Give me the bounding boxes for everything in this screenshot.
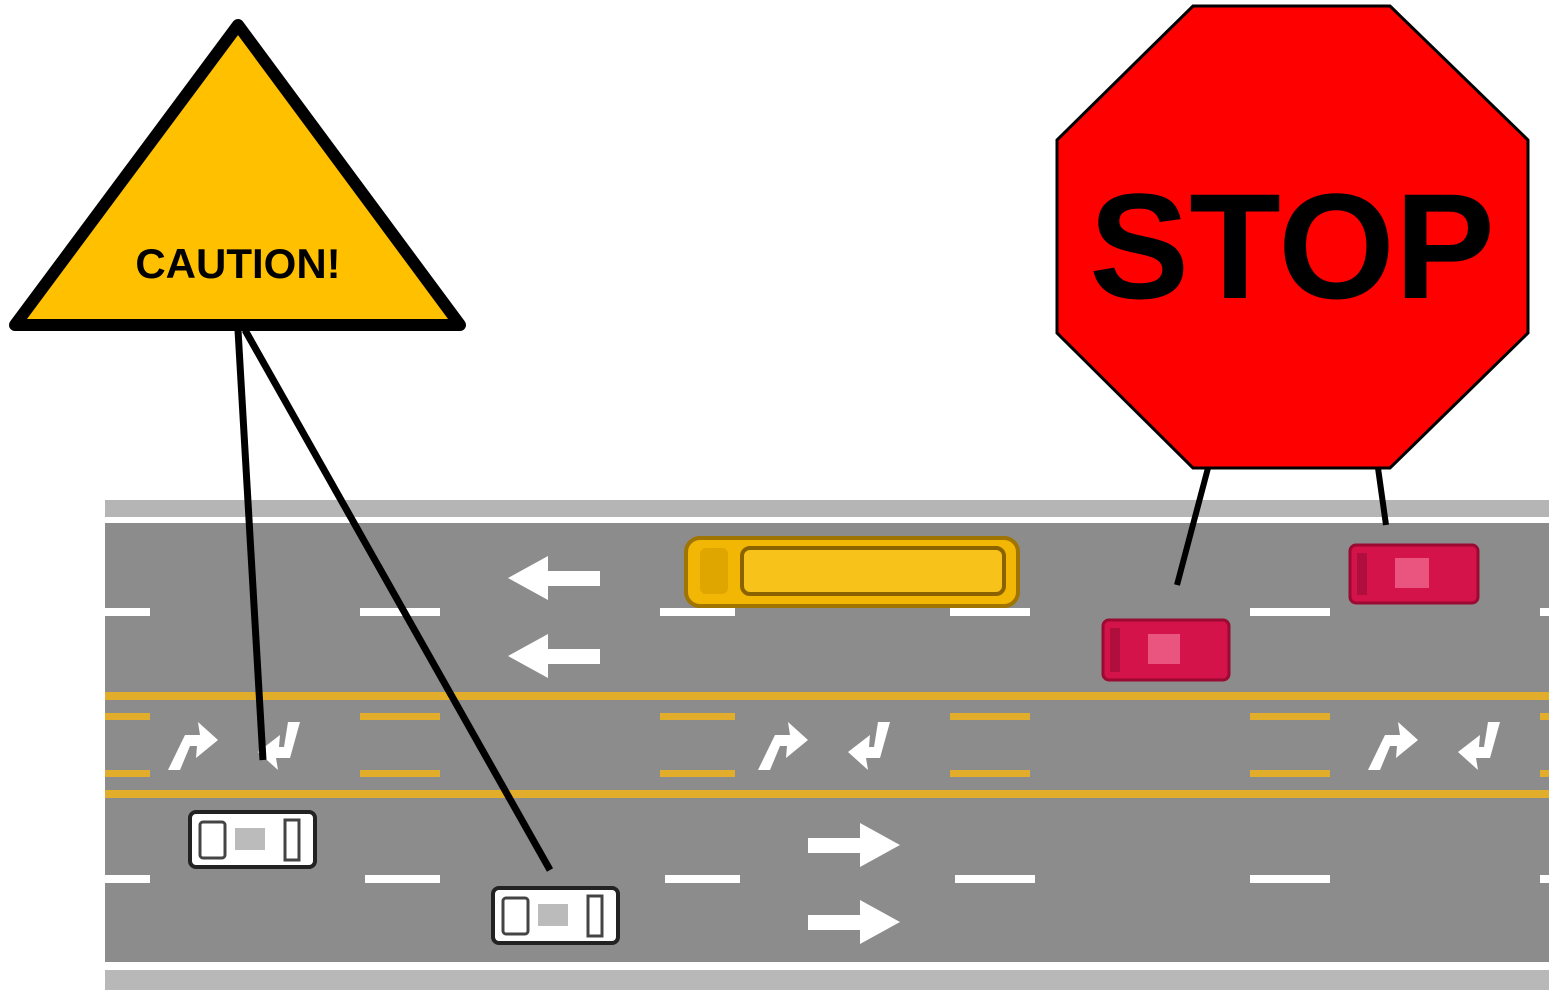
road: [105, 500, 1549, 990]
lane-dashes-upper: [105, 608, 1549, 616]
red-car: [1101, 618, 1231, 682]
arrow-right-icon: [808, 900, 900, 944]
caution-pointer-line: [234, 329, 267, 761]
turn-arrow-icon: [1458, 722, 1500, 770]
road-top-edge-line: [105, 517, 1549, 523]
caution-callout: CAUTION!: [9, 19, 554, 872]
turn-lane-arrows-1: [168, 722, 300, 770]
turn-arrow-icon: [258, 722, 300, 770]
arrow-left-icon: [508, 556, 600, 600]
center-line-solid-top: [105, 692, 1549, 700]
road-bottom-edge-line: [105, 962, 1549, 970]
center-line-dashes: [105, 713, 1549, 777]
stop-label: STOP: [1089, 162, 1495, 330]
turn-arrow-icon: [168, 722, 218, 770]
white-car: [491, 886, 620, 945]
road-top-edge: [105, 500, 1549, 522]
turn-lane-arrows-3: [1368, 722, 1500, 770]
white-car: [188, 810, 317, 869]
turn-arrow-icon: [1368, 722, 1418, 770]
stop-callout: STOP: [1055, 4, 1530, 586]
stop-pointer-line: [1174, 467, 1211, 586]
red-car: [1348, 543, 1480, 605]
arrow-right-icon: [808, 823, 900, 867]
arrow-left-icon: [508, 634, 600, 678]
lane-dashes-lower: [105, 875, 1549, 883]
turn-lane-arrows-2: [758, 722, 890, 770]
stop-pointer-line: [1375, 467, 1389, 526]
caution-triangle-icon: [9, 19, 466, 331]
caution-pointer-line: [241, 328, 554, 872]
stop-octagon-icon: [1055, 4, 1530, 470]
turn-arrow-icon: [758, 722, 808, 770]
turn-arrow-icon: [848, 722, 890, 770]
school-bus: [684, 536, 1020, 608]
center-line-solid-bottom: [105, 790, 1549, 798]
caution-label: CAUTION!: [135, 240, 340, 287]
road-bottom-edge: [105, 970, 1549, 990]
